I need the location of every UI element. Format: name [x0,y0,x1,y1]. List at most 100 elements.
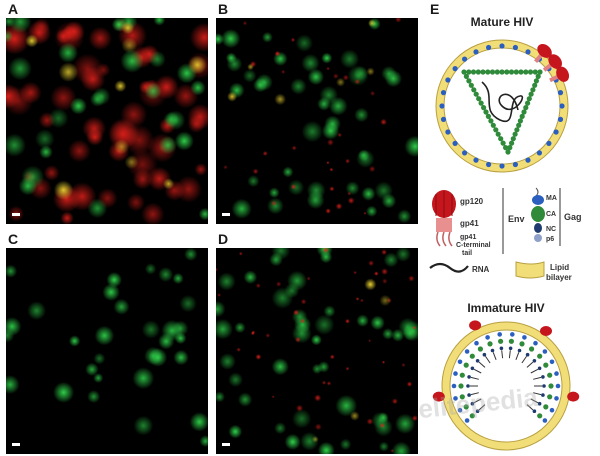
p6-label: p6 [546,236,554,243]
gag-subunit [469,353,475,359]
ca-label: CA [546,211,556,218]
red-fluorescent-spot [262,151,268,156]
red-fluorescent-spot [380,118,387,126]
gag-subunit [549,359,555,365]
red-fluorescent-spot [345,158,350,164]
ca-subunit [507,145,513,151]
red-fluorescent-spot [265,333,271,338]
red-fluorescent-spot [68,139,91,163]
gag-subunit [457,407,463,413]
green-fluorescent-spot [6,264,18,278]
ca-subunit [530,87,536,93]
green-fluorescent-spot [339,438,352,451]
red-fluorescent-spot [355,297,360,301]
green-fluorescent-spot [93,352,106,365]
red-fluorescent-spot [345,318,350,324]
hiv-diagram: Mature HIV gp120 gp4 [429,15,582,451]
red-fluorescent-spot [291,145,297,151]
ma-subunit [439,103,445,109]
ca-subunit [528,91,534,97]
green-fluorescent-spot [216,300,226,318]
ma-subunit [462,56,468,62]
yellow-fluorescent-spot [364,278,377,291]
yellow-fluorescent-spot [368,19,376,27]
red-fluorescent-spot [238,251,243,256]
lipid-legend-icon [515,261,545,279]
ma-label: MA [546,195,557,202]
green-fluorescent-spot [68,335,81,347]
gag-label: Gag [564,212,582,222]
green-fluorescent-spot [307,68,325,86]
ca-subunit [499,69,505,75]
ca-subunit [512,131,518,137]
green-fluorescent-spot [217,272,236,291]
ca-subunit [505,149,511,155]
green-fluorescent-spot [356,314,369,327]
red-fluorescent-spot [194,163,208,176]
red-fluorescent-spot [345,366,350,371]
red-fluorescent-spot [379,422,385,429]
green-fluorescent-spot [282,166,294,178]
gag-subunit [508,338,514,344]
green-fluorescent-spot [394,413,416,434]
ca-subunit [470,69,477,75]
ma-subunit [525,49,531,55]
yellow-fluorescent-spot [114,139,130,155]
ma-subunit [557,116,564,122]
green-fluorescent-spot [184,248,198,261]
green-fluorescent-spot [141,320,161,339]
green-fluorescent-spot [317,97,331,111]
ma-subunit [486,44,492,51]
green-fluorescent-spot [148,348,168,367]
ca-subunit [517,118,523,124]
green-fluorescent-spot [148,50,166,68]
yellow-fluorescent-spot [124,155,139,170]
yellow-fluorescent-spot [336,77,346,87]
red-fluorescent-spot [326,381,332,386]
green-fluorescent-spot [172,272,184,285]
ca-subunit [500,140,506,146]
ca-subunit [493,127,499,133]
gag-subunit [532,409,537,414]
green-fluorescent-spot [382,328,394,340]
green-fluorescent-spot [102,283,120,301]
red-fluorescent-spot [296,404,304,412]
green-fluorescent-spot [18,176,38,196]
ca-subunit [537,69,543,75]
panel-b-image [216,18,418,224]
ma-subunit [557,90,564,96]
green-fluorescent-spot [221,29,241,49]
green-fluorescent-spot [268,187,280,199]
red-fluorescent-spot [276,281,282,287]
red-fluorescent-spot [300,298,307,305]
gag-subunit [537,366,542,371]
yellow-fluorescent-spot [58,62,79,82]
green-fluorescent-spot [120,49,144,73]
red-fluorescent-spot [368,260,374,267]
gag-subunit [549,407,555,413]
ca-subunit [483,109,489,115]
red-fluorescent-spot [274,50,281,57]
gag-subunit [485,335,490,340]
green-fluorescent-spot [228,424,243,439]
red-fluorescent-spot [6,83,21,109]
ca-subunit [463,73,469,79]
green-fluorescent-spot [271,358,289,376]
rna-label: RNA [472,265,490,274]
ma-subunit [473,49,479,55]
green-fluorescent-spot [321,52,333,64]
gag-subunit [464,418,470,423]
green-fluorescent-spot [383,252,399,268]
red-fluorescent-spot [61,25,76,40]
red-fluorescent-spot [322,248,330,254]
rna-legend-icon [429,262,469,273]
green-fluorescent-spot [132,367,155,390]
ma-subunit [445,77,451,83]
ca-subunit [468,82,474,88]
green-fluorescent-spot [231,198,252,219]
yellow-fluorescent-spot [114,80,127,93]
red-fluorescent-spot [321,380,327,385]
rna-strand [481,81,524,123]
ma-subunit [512,44,518,51]
red-fluorescent-spot [80,66,106,92]
